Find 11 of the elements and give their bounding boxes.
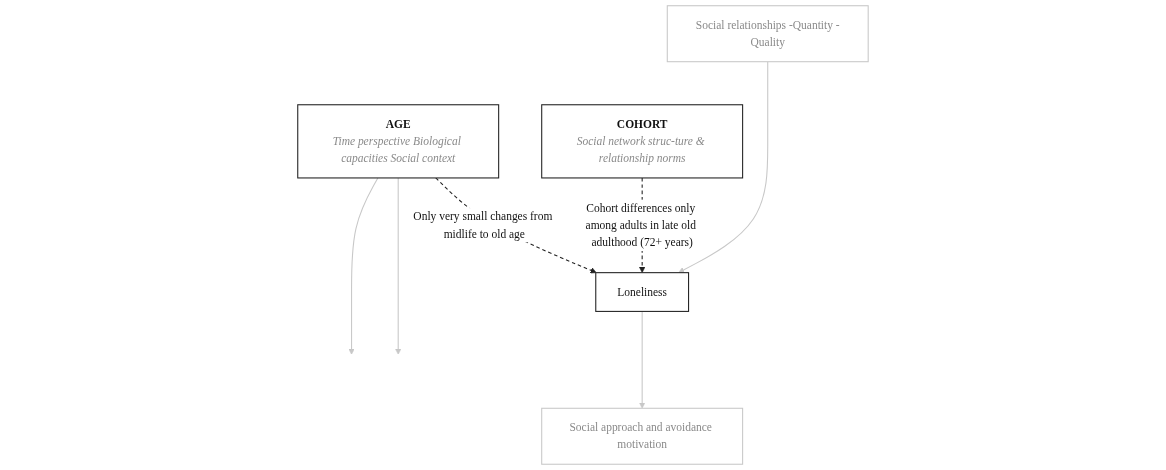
arrow (348, 177, 379, 355)
node-box: Social relationships -Quantity -Quality (666, 5, 869, 63)
edge-label: Only very small changes from midlife to old age (413, 210, 553, 240)
arrow (395, 177, 402, 355)
node-box: Social approach and avoidance motivation (541, 407, 744, 465)
node-box: Loneliness (595, 272, 690, 312)
node-box: AGE Time perspective Biological capacities Social context (297, 104, 500, 179)
arrow (639, 310, 646, 409)
edge-label: Cohort differences only among adults in late old adulthood (72+ years) (585, 201, 696, 249)
arrow (678, 61, 769, 273)
node-box: COHORT Social network struc-ture & relationship norms (541, 104, 744, 179)
